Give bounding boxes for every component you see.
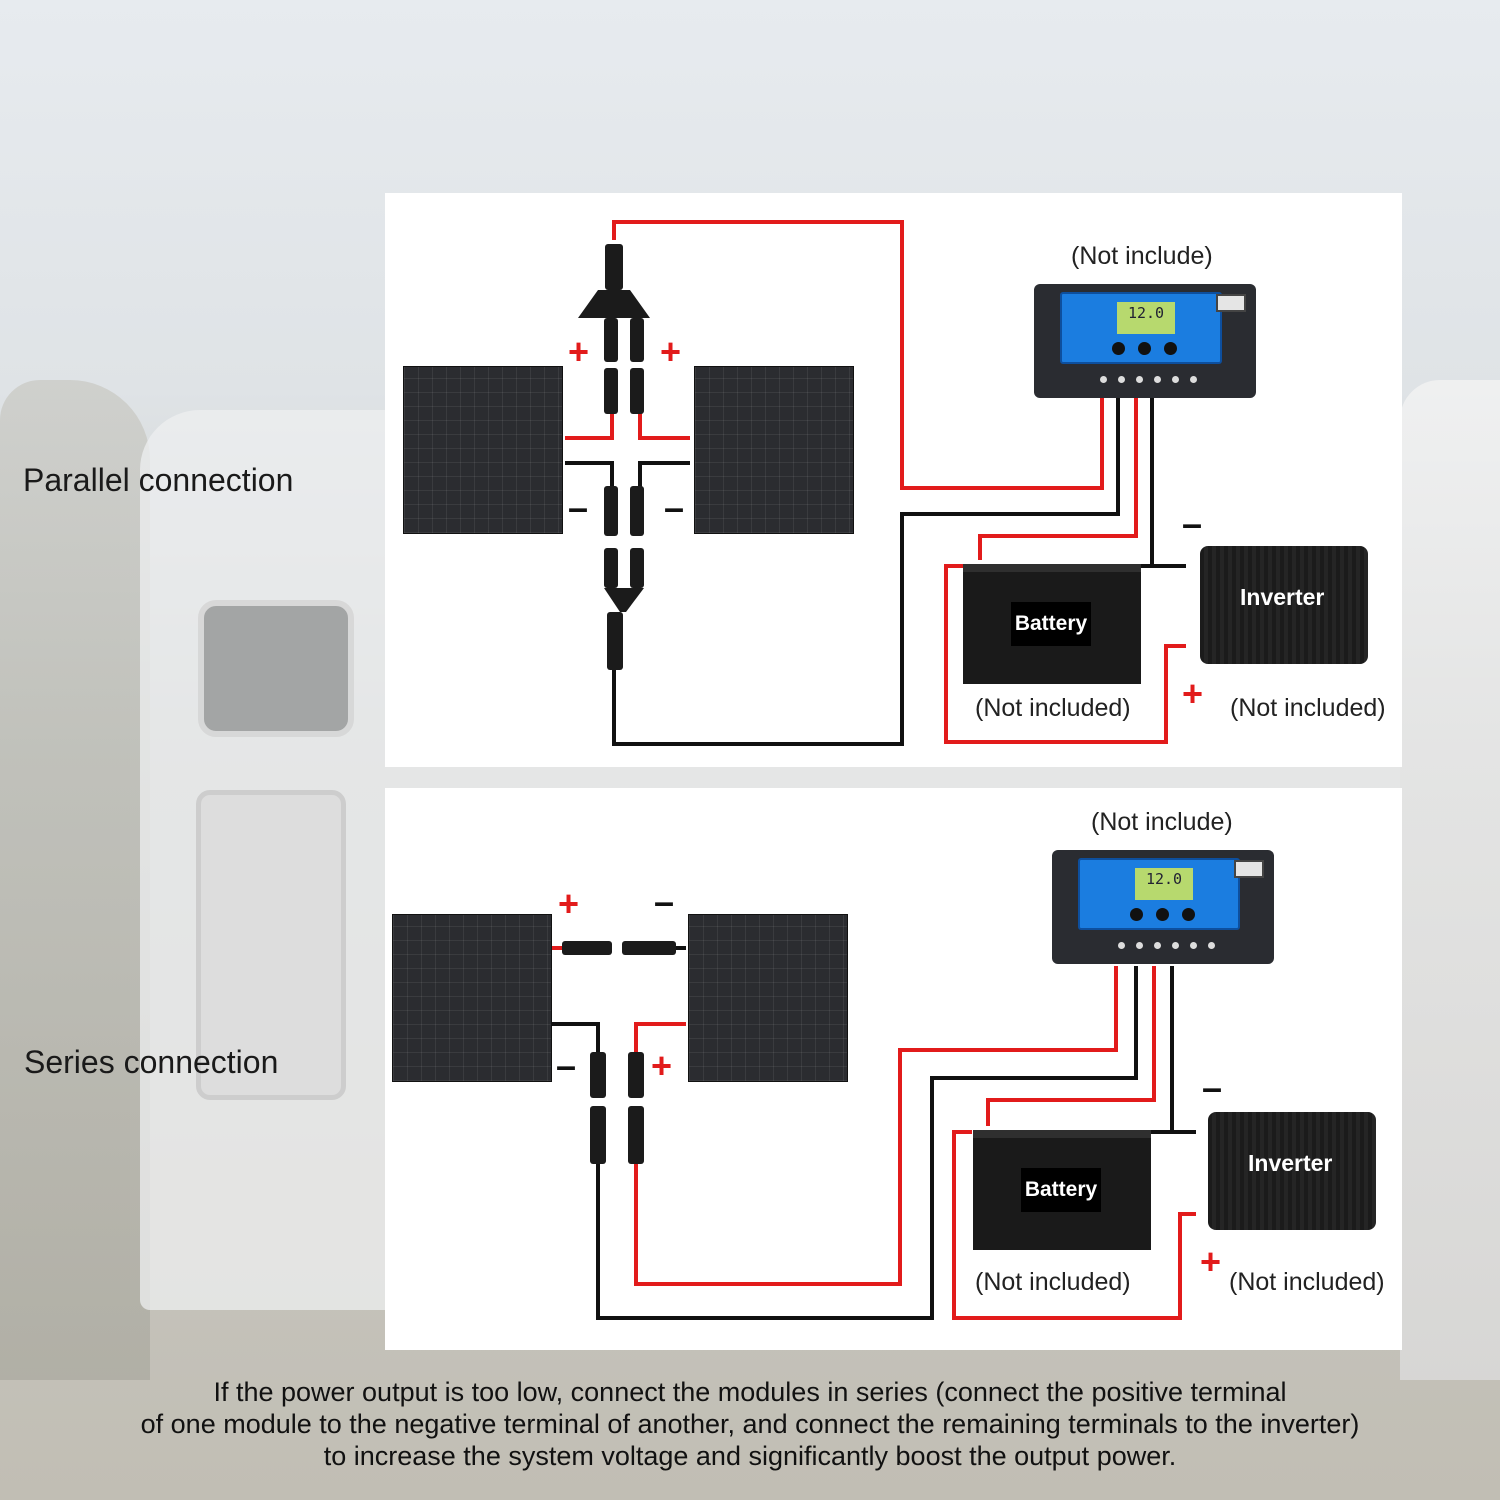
parallel-pos-main-wire — [612, 220, 1104, 490]
terminal — [1118, 376, 1125, 383]
footer-line-3: to increase the system voltage and signi… — [323, 1441, 1177, 1471]
controller-screen: 12.0 — [1078, 858, 1240, 930]
terminal — [1154, 376, 1161, 383]
controller-button — [1156, 908, 1169, 921]
series-pos-out-wire — [634, 1022, 686, 1052]
series-neg-main-wire — [596, 966, 1138, 1320]
usb-port-icon — [1216, 294, 1246, 312]
series-bat-neg-wire — [1144, 966, 1174, 1134]
parallel-solar-panel-right — [694, 366, 854, 534]
parallel-wires — [565, 220, 1186, 746]
parallel-connection-label: Parallel connection — [23, 462, 294, 498]
series-inverter-minus-sign: – — [1202, 1067, 1223, 1108]
series-minus-top-sign: – — [654, 881, 675, 922]
controller-screen: 12.0 — [1060, 292, 1222, 364]
background-rv-door — [196, 790, 346, 1100]
background-rocks — [0, 380, 150, 1380]
series-plus-bottom-sign: + — [651, 1045, 673, 1086]
parallel-inverter-plus-sign: + — [1182, 673, 1204, 714]
parallel-charge-controller: 12.0 — [1034, 284, 1256, 398]
parallel-inverter-label: Inverter — [1240, 584, 1325, 610]
parallel-bat-loop-wire — [944, 564, 1186, 744]
controller-button — [1112, 342, 1125, 355]
parallel-inverter-note: (Not included) — [1230, 694, 1386, 722]
series-connection-label: Series connection — [24, 1044, 279, 1080]
parallel-connectors — [578, 244, 650, 670]
parallel-inverter: Inverter — [1200, 546, 1368, 664]
usb-port-icon — [1234, 860, 1264, 878]
series-solar-panel-right — [688, 914, 848, 1082]
terminal — [1136, 942, 1143, 949]
series-inverter: Inverter — [1208, 1112, 1376, 1230]
series-plus-top-sign: + — [558, 883, 580, 924]
series-inverter-note: (Not included) — [1229, 1268, 1385, 1296]
series-battery-note: (Not included) — [975, 1268, 1131, 1296]
parallel-plus-right-sign: + — [660, 331, 682, 372]
terminal — [1172, 942, 1179, 949]
parallel-minus-right-sign: – — [664, 487, 685, 528]
terminal — [1100, 376, 1107, 383]
series-neg-out-wire — [552, 1022, 600, 1052]
controller-button — [1130, 908, 1143, 921]
parallel-neg-left-wire — [565, 461, 614, 490]
footer-line-1: If the power output is too low, connect … — [213, 1377, 1287, 1407]
controller-lcd: 12.0 — [1135, 868, 1193, 900]
controller-button — [1182, 908, 1195, 921]
parallel-battery-note: (Not included) — [975, 694, 1131, 722]
parallel-solar-panel-left — [403, 366, 563, 534]
controller-lcd: 12.0 — [1117, 302, 1175, 334]
footer-line-2: of one module to the negative terminal o… — [140, 1409, 1360, 1439]
terminal — [1190, 376, 1197, 383]
background-rv-right — [1400, 380, 1500, 1380]
parallel-battery-label: Battery — [1011, 602, 1091, 646]
terminal — [1172, 376, 1179, 383]
controller-button — [1164, 342, 1177, 355]
terminal — [1190, 942, 1197, 949]
parallel-pos-right-wire — [638, 400, 690, 440]
series-bat-loop-wire — [952, 1130, 1196, 1320]
parallel-controller-note: (Not include) — [1071, 242, 1213, 270]
terminal — [1118, 942, 1125, 949]
controller-button — [1138, 342, 1151, 355]
series-minus-bottom-sign: – — [556, 1045, 577, 1086]
series-inverter-label: Inverter — [1248, 1150, 1333, 1176]
parallel-minus-left-sign: – — [568, 487, 589, 528]
terminal — [1208, 942, 1215, 949]
series-solar-panel-left — [392, 914, 552, 1082]
series-connectors — [562, 941, 676, 1164]
parallel-bat-pos-wire — [978, 398, 1138, 560]
terminal — [1154, 942, 1161, 949]
footer-explanation: If the power output is too low, connect … — [0, 1376, 1500, 1472]
series-bat-pos-wire — [986, 966, 1156, 1126]
series-battery: Battery — [973, 1130, 1151, 1250]
terminal — [1136, 376, 1143, 383]
parallel-plus-left-sign: + — [568, 331, 590, 372]
parallel-inverter-minus-sign: – — [1182, 503, 1203, 544]
series-inverter-plus-sign: + — [1200, 1241, 1222, 1282]
background-rv-window — [198, 600, 354, 737]
series-wires — [552, 946, 1196, 1320]
series-battery-label: Battery — [1021, 1168, 1101, 1212]
series-pos-main-wire — [634, 966, 1118, 1286]
parallel-neg-right-wire — [638, 461, 690, 490]
parallel-neg-main-wire — [612, 398, 1120, 746]
series-charge-controller: 12.0 — [1052, 850, 1274, 964]
parallel-battery: Battery — [963, 564, 1141, 684]
series-controller-note: (Not include) — [1091, 808, 1233, 836]
